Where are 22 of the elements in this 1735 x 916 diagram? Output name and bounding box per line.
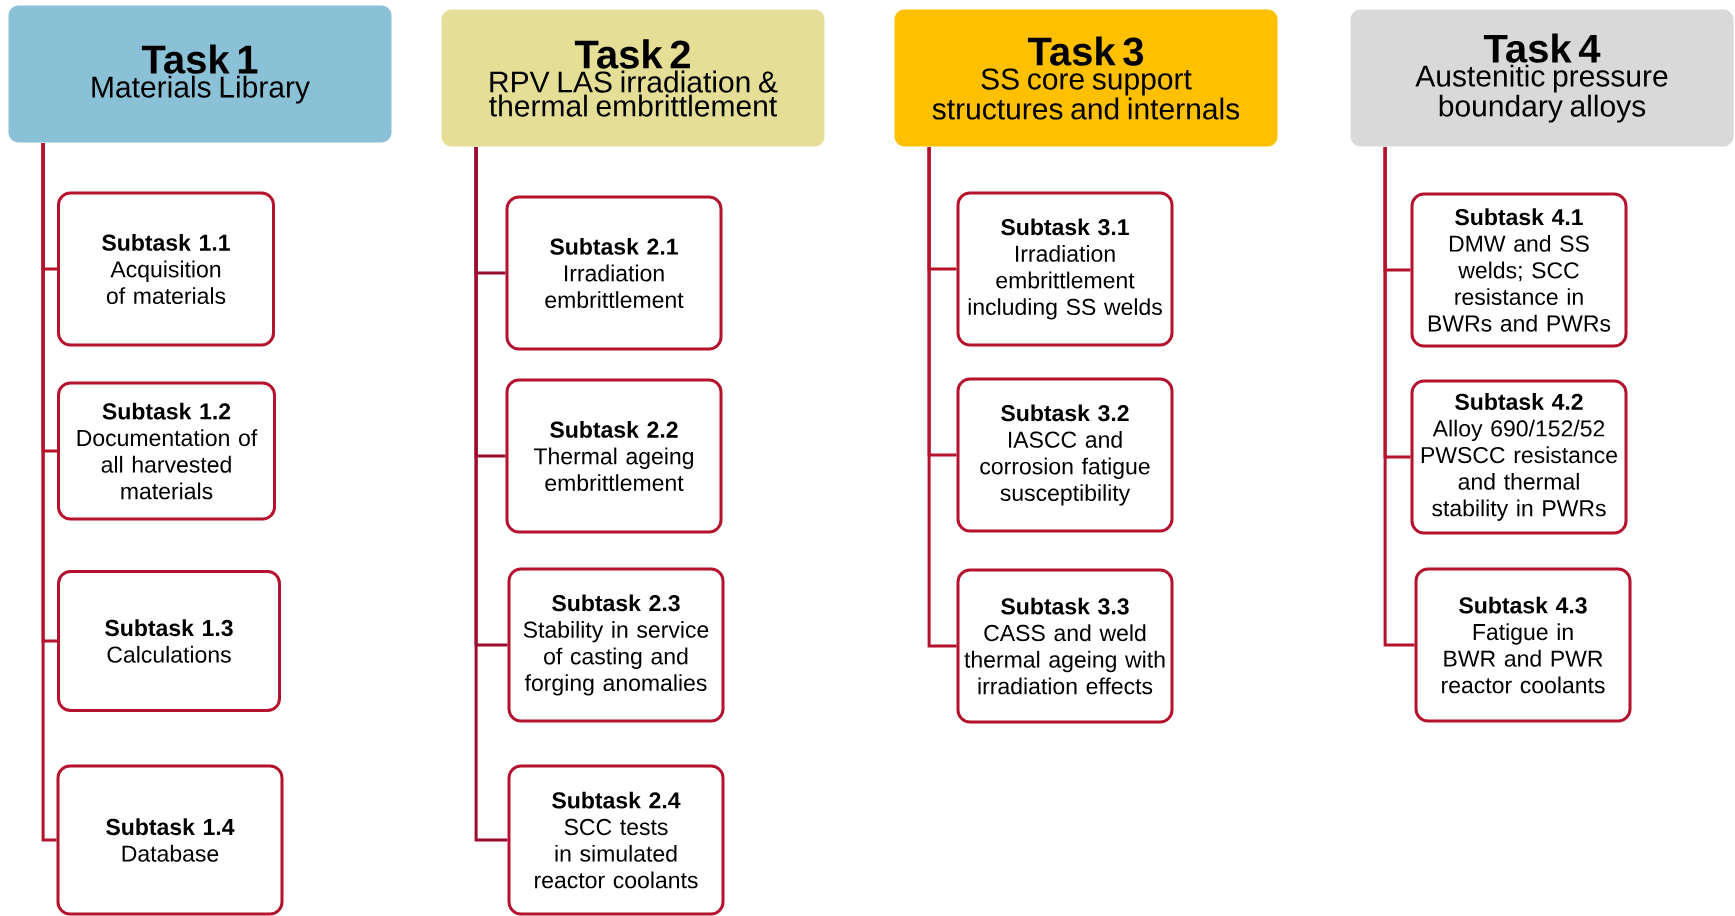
connector-line <box>41 142 57 842</box>
subtask-box: Subtask 1.3 Calculations <box>57 570 281 712</box>
subtask-box: Subtask 1.1 Acquisition of materials <box>57 191 275 347</box>
task-header: Task 2 RPV LAS irradiation & thermal embrittlement <box>441 9 825 147</box>
connector-line <box>474 146 508 842</box>
task-header: Task 3 SS core support structures and internals <box>894 9 1278 147</box>
task-header: Task 4 Austenitic pressure boundary alloys <box>1350 9 1734 147</box>
subtask-box: Subtask 4.3 Fatigue in BWR and PWR reactor coolants <box>1414 567 1632 723</box>
subtask-box: Subtask 4.2 Alloy 690/152/52 PWSCC resistance and thermal stability in PWRs <box>1410 379 1628 535</box>
task-header: Task 1 Materials Library <box>8 5 392 143</box>
subtask-box: Subtask 3.1 Irradiation embrittlement including SS welds <box>956 191 1174 347</box>
connector-line <box>927 146 957 648</box>
subtask-box: Subtask 2.3 Stability in service of casting and forging anomalies <box>507 567 725 723</box>
subtask-box: Subtask 2.1 Irradiation embrittlement <box>505 195 723 351</box>
subtask-box: Subtask 1.2 Documentation of all harvested materials <box>57 381 276 521</box>
connector-line <box>1383 146 1415 647</box>
subtask-box: Subtask 2.4 SCC tests in simulated reactor coolants <box>507 764 725 916</box>
subtask-box: Subtask 3.3 CASS and weld thermal ageing with irradiation effects <box>956 568 1174 724</box>
subtask-box: Subtask 3.2 IASCC and corrosion fatigue susceptibility <box>956 377 1174 533</box>
subtask-box: Subtask 4.1 DMW and SS welds; SCC resistance in BWRs and PWRs <box>1410 192 1628 348</box>
subtask-box: Subtask 2.2 Thermal ageing embrittlement <box>505 378 723 534</box>
subtask-box: Subtask 1.4 Database <box>56 764 284 916</box>
